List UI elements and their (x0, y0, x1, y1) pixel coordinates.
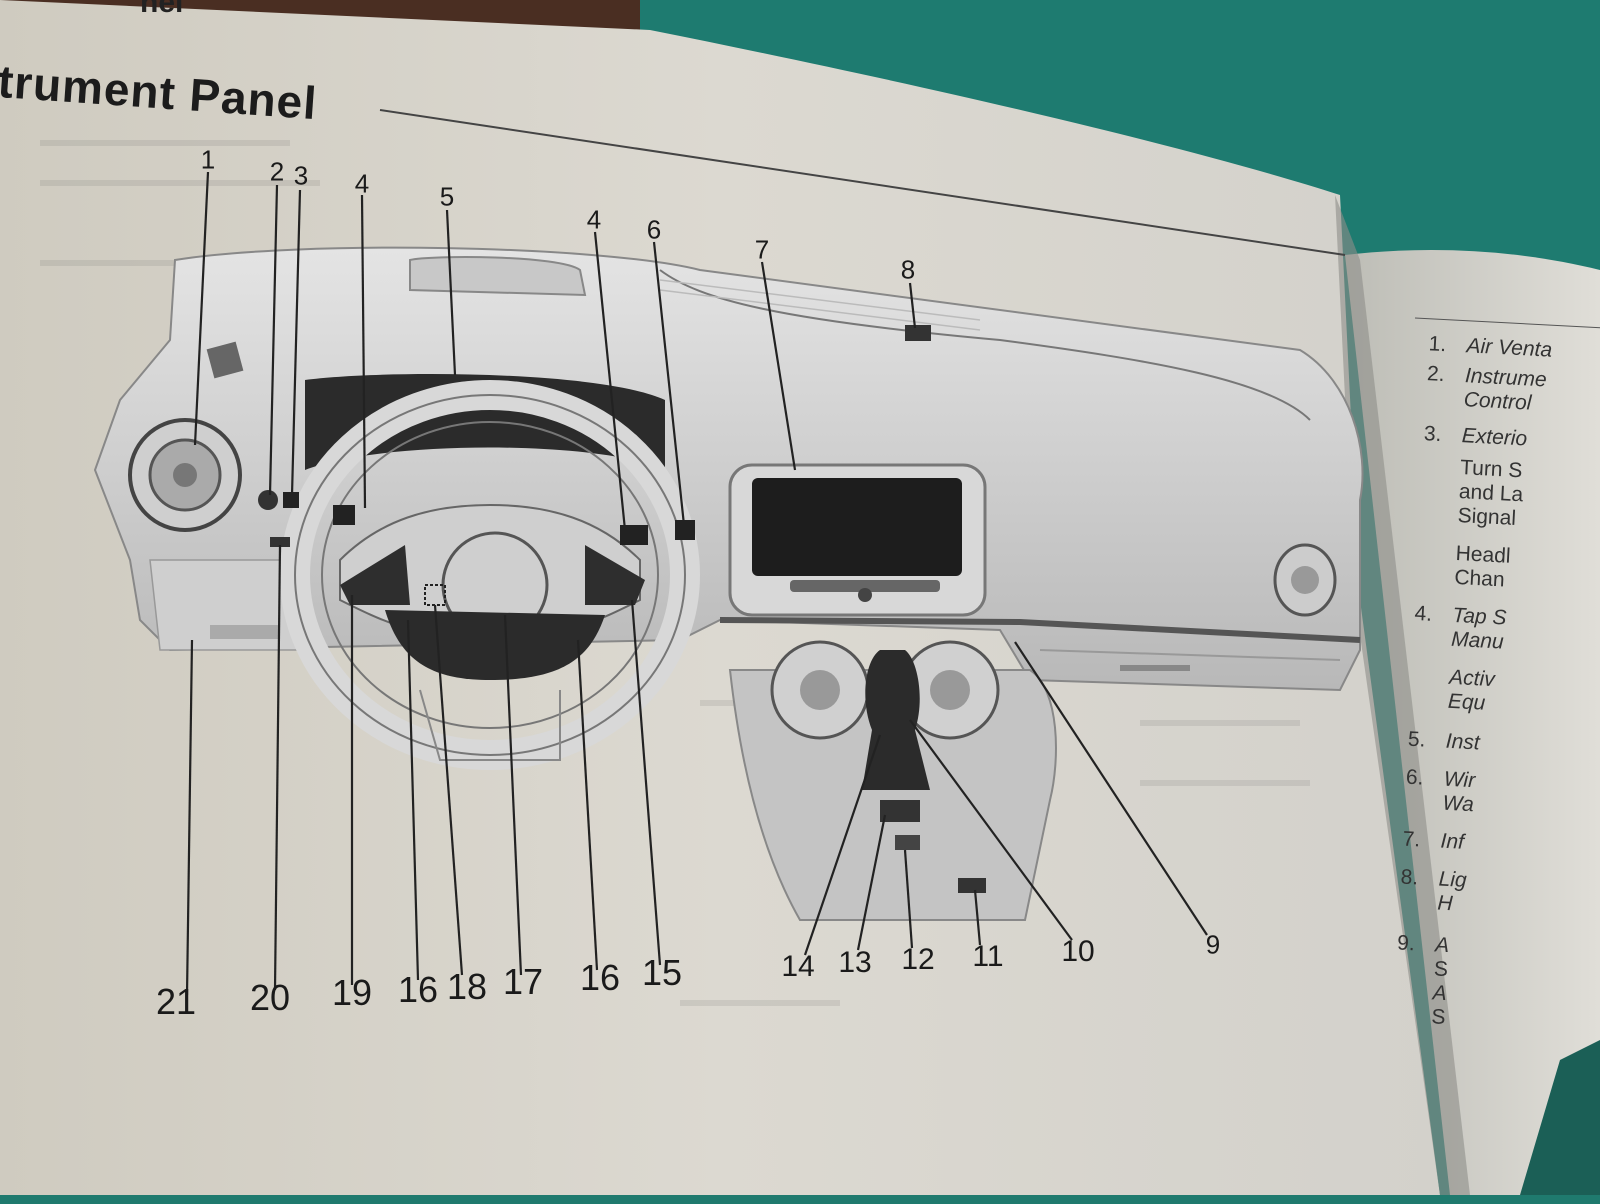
legend-item-8-sub: H (1436, 891, 1454, 916)
callout-15: 15 (641, 952, 683, 993)
callout-13: 13 (838, 946, 872, 979)
dashboard-illustration (93, 246, 1364, 921)
legend-item-7: 7.Inf (1402, 827, 1465, 854)
legend-item-5: 5.Inst (1407, 727, 1481, 755)
legend-item-4-sub-3: Equ (1447, 689, 1486, 715)
running-head: nel (140, 0, 184, 19)
legend-item-3-sub-1: Turn S (1459, 456, 1523, 483)
callout-11: 11 (972, 940, 1004, 973)
callout-20: 20 (249, 977, 291, 1018)
legend-item-2: 2.Instrume (1426, 362, 1548, 392)
callout-7: 7 (754, 234, 770, 265)
callout-18: 18 (446, 966, 488, 1007)
callout-1: 1 (200, 144, 216, 175)
legend-item-3-sub-5: Chan (1453, 565, 1506, 592)
callout-17: 17 (502, 961, 544, 1002)
callout-16-left: 16 (397, 969, 439, 1010)
legend-item-9-sub-3: S (1430, 1005, 1447, 1030)
legend-item-3: 3.Exterio (1423, 422, 1528, 451)
callout-14: 14 (781, 950, 815, 983)
callout-5: 5 (439, 181, 455, 212)
callout-21: 21 (155, 981, 197, 1022)
legend-item-9-sub-1: S (1433, 957, 1449, 982)
legend-item-4: 4.Tap S (1413, 601, 1508, 630)
legend-item-9: 9.A (1396, 931, 1450, 958)
legend-item-4-sub-2: Activ (1448, 665, 1496, 692)
legend-item-3-sub-3: Signal (1457, 503, 1517, 531)
legend-item-2-sub: Control (1463, 388, 1532, 415)
callout-19: 19 (331, 972, 373, 1013)
legend-item-3-sub-2: and La (1458, 480, 1524, 507)
leader-lines (185, 171, 1208, 996)
legend-item-1: 1.Air Venta (1428, 332, 1553, 362)
legend-item-6-sub: Wa (1442, 791, 1475, 817)
legend-item-6: 6.Wir (1405, 765, 1476, 793)
legend-item-4-sub-1: Manu (1450, 627, 1505, 654)
legend-item-9-sub-2: A (1432, 981, 1448, 1006)
callout-3: 3 (293, 160, 309, 191)
legend-item-3-sub-4: Headl (1455, 541, 1512, 568)
callout-10: 10 (1061, 935, 1095, 968)
callout-4-left: 4 (354, 168, 370, 199)
callout-16-right: 16 (579, 957, 621, 998)
callout-8: 8 (900, 254, 916, 285)
legend-item-8: 8.Lig (1400, 865, 1468, 892)
callout-2: 2 (269, 156, 285, 187)
callout-4-right: 4 (586, 204, 602, 235)
callout-12: 12 (901, 943, 935, 976)
callout-9: 9 (1205, 929, 1221, 960)
callout-6: 6 (646, 214, 662, 245)
